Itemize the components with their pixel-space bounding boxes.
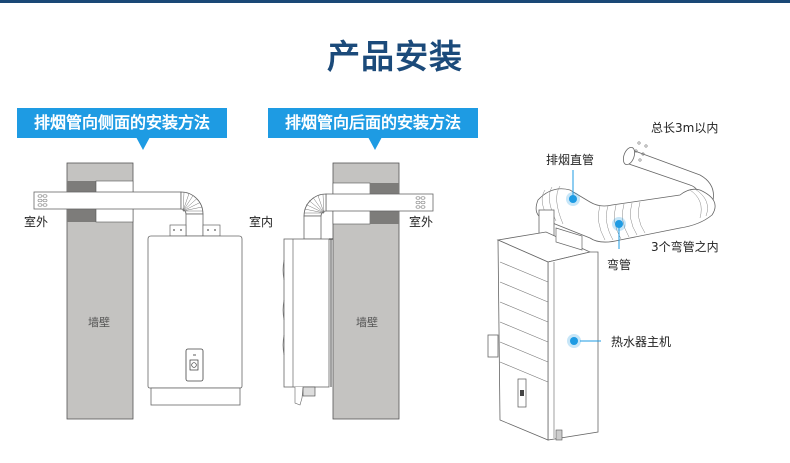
- rear-install-diagram: [282, 162, 434, 420]
- top-bar: [0, 0, 790, 3]
- side-install-diagram: [33, 162, 243, 420]
- outside-label: 室外: [24, 215, 49, 229]
- badge-pointer: [368, 137, 382, 150]
- rear-install-badge: 排烟管向后面的安装方法: [268, 108, 478, 150]
- vent-holes: [37, 194, 48, 207]
- wall-label: 墙壁: [356, 316, 378, 329]
- wall-brick: [370, 183, 399, 196]
- flex-pipe-diagram: [487, 141, 716, 441]
- mount-bracket: [202, 224, 221, 237]
- heater-side: [497, 239, 549, 441]
- wall-brick: [67, 181, 96, 193]
- inside-label: 室内: [249, 215, 274, 229]
- total-length-label: 总长3m以内: [651, 121, 719, 135]
- water-heater: [147, 235, 243, 389]
- elbow-label: 弯管: [607, 258, 632, 272]
- callout-dot-straight-pipe: [569, 195, 577, 203]
- outside-label: 室外: [409, 215, 434, 229]
- side-install-badge: 排烟管向侧面的安装方法: [17, 108, 227, 150]
- callout-dot-elbow: [615, 220, 623, 228]
- corrugation: [541, 185, 708, 241]
- wall-bracket: [555, 227, 583, 251]
- water-connector: [555, 429, 563, 441]
- wall-brick: [370, 210, 399, 224]
- rear-install-badge-label: 排烟管向后面的安装方法: [284, 113, 461, 132]
- side-install-badge-label: 排烟管向侧面的安装方法: [33, 113, 210, 132]
- water-heater-side: [283, 238, 330, 388]
- mount-bracket: [169, 224, 187, 237]
- main-unit-label: 热水器主机: [611, 335, 672, 349]
- control-panel: [185, 348, 204, 382]
- callout-dot-main-unit: [570, 337, 578, 345]
- elbow-ribs: [304, 194, 325, 214]
- elbow-limit-label: 3个弯管之内: [651, 240, 719, 254]
- wall-label: 墙壁: [88, 316, 110, 329]
- exhaust-pipe: [33, 191, 182, 210]
- elbow-ribs: [182, 192, 203, 212]
- vent-holes: [415, 196, 426, 209]
- side-bracket: [487, 334, 499, 358]
- page-title: 产品安装: [327, 37, 463, 76]
- water-connector: [302, 386, 316, 397]
- straight-pipe-label: 排烟直管: [546, 153, 595, 167]
- wall-brick: [67, 208, 96, 222]
- vent-holes: [634, 141, 648, 162]
- heater-panels: [499, 261, 549, 383]
- flex-pipe: [535, 188, 716, 243]
- badge-pointer: [136, 137, 150, 150]
